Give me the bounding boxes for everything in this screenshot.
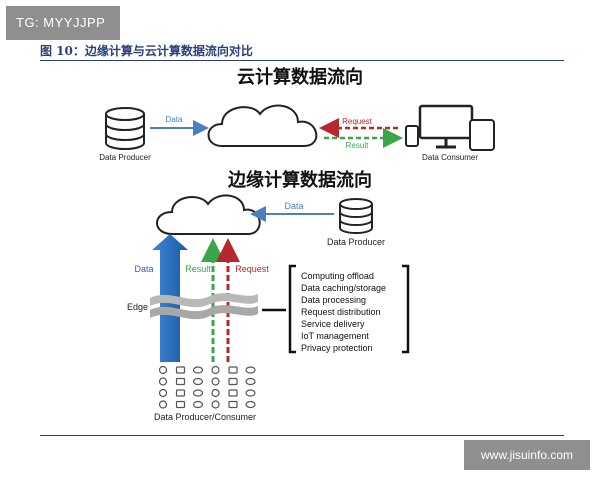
- watermark-badge-top: TG: MYYJJPP: [6, 6, 120, 40]
- capabilities-list: Computing offload Data caching/storage D…: [301, 271, 386, 353]
- edge-request-label: Request: [235, 264, 269, 274]
- bracket-left: [288, 264, 296, 354]
- edge-band-bottom: [150, 305, 258, 320]
- edge-result-label: Result: [185, 264, 211, 274]
- capability-item: Service delivery: [301, 319, 365, 329]
- device-icon: [158, 365, 168, 375]
- cloud-flow-title: 云计算数据流向: [237, 66, 363, 87]
- device-icon: [175, 377, 186, 386]
- device-icon: [211, 365, 220, 375]
- cloud-request-label: Request: [342, 117, 373, 126]
- edge-producer-consumer-label: Data Producer/Consumer: [154, 412, 256, 422]
- device-icon: [192, 400, 204, 409]
- device-icon: [158, 400, 168, 409]
- device-icon: [228, 377, 238, 386]
- cloud-result-label: Result: [346, 141, 369, 150]
- device-icon: [211, 400, 220, 409]
- capability-item: Data processing: [301, 295, 366, 305]
- edge-flow-title: 边缘计算数据流向: [227, 169, 372, 190]
- device-icons-grid: [158, 365, 256, 409]
- bracket-right: [402, 264, 410, 354]
- device-icon: [175, 366, 186, 374]
- devices-icon: [405, 104, 495, 151]
- device-icon: [175, 400, 186, 409]
- caption-rule: [40, 60, 564, 61]
- cloud-producer-label: Data Producer: [99, 153, 151, 162]
- device-icon: [211, 377, 220, 386]
- figure-caption: 图 10：边缘计算与云计算数据流向对比: [40, 44, 253, 58]
- device-icon: [175, 389, 186, 397]
- device-icon: [158, 388, 168, 398]
- device-icon: [228, 366, 238, 374]
- edge-data-top-label: Data: [284, 201, 303, 211]
- device-icon: [228, 389, 238, 397]
- capability-item: Privacy protection: [301, 343, 373, 353]
- cloud-icon: [207, 104, 318, 147]
- edge-label: Edge: [127, 302, 148, 312]
- device-icon: [245, 400, 256, 409]
- device-icon: [245, 389, 256, 397]
- device-icon: [228, 400, 238, 409]
- device-icon: [245, 366, 256, 374]
- device-icon: [192, 366, 204, 374]
- edge-database-icon: [339, 198, 373, 234]
- cloud-data-label: Data: [166, 115, 183, 124]
- device-icon: [192, 377, 204, 386]
- capability-item: Data caching/storage: [301, 283, 386, 293]
- capability-item: Request distribution: [301, 307, 381, 317]
- cloud-consumer-label: Data Consumer: [422, 153, 478, 162]
- database-icon: [105, 107, 145, 150]
- edge-producer-label: Data Producer: [327, 237, 385, 247]
- device-icon: [192, 389, 204, 397]
- device-icon: [158, 377, 168, 386]
- watermark-badge-bottom: www.jisuinfo.com: [464, 440, 590, 470]
- capability-item: Computing offload: [301, 271, 374, 281]
- edge-band-top: [150, 293, 258, 308]
- device-icon: [211, 388, 220, 398]
- edge-data-label: Data: [134, 264, 153, 274]
- capability-item: IoT management: [301, 331, 369, 341]
- device-icon: [245, 377, 256, 386]
- footer-rule: [40, 435, 564, 436]
- edge-cloud-icon: [156, 194, 261, 235]
